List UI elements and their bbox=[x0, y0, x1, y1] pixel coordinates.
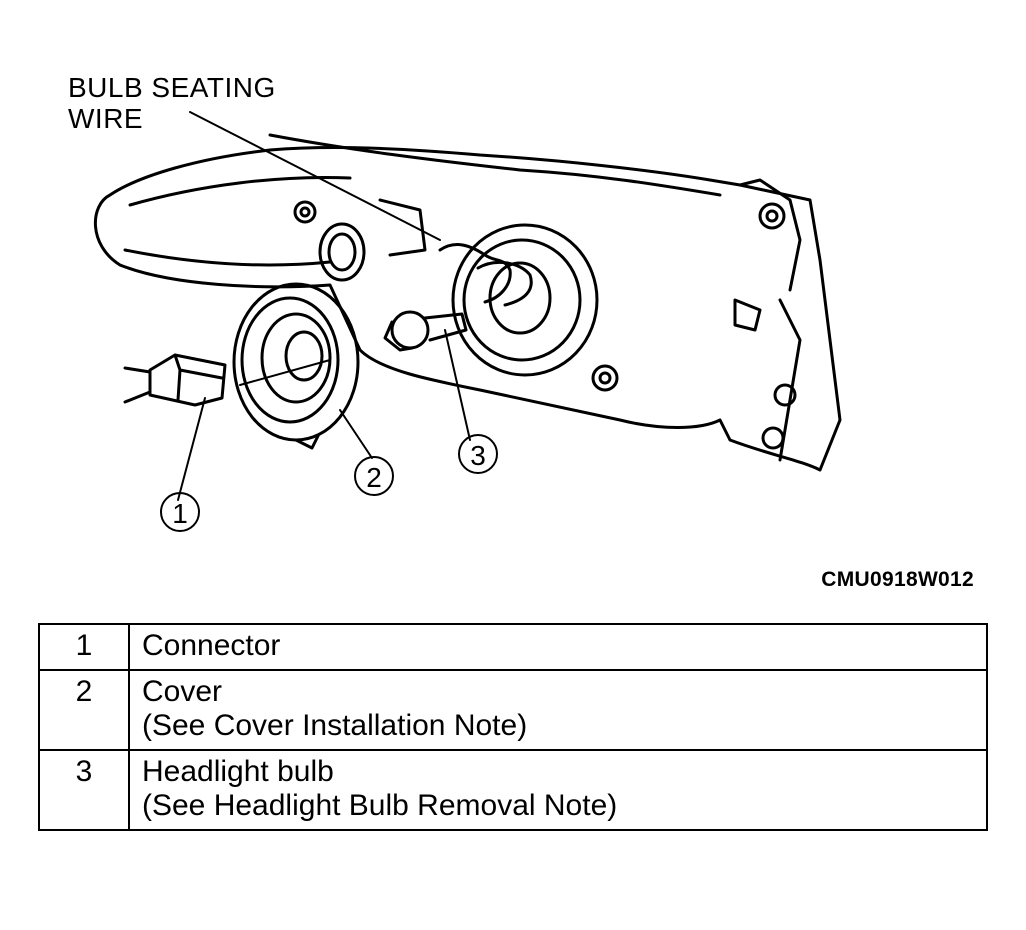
marker-2: 2 bbox=[354, 456, 394, 496]
legend-description: Headlight bulb (See Headlight Bulb Remov… bbox=[128, 749, 988, 831]
headlight-drawing bbox=[93, 111, 842, 501]
legend-number: 2 bbox=[38, 669, 130, 751]
bulb-socket bbox=[451, 223, 599, 377]
marker-1: 1 bbox=[160, 492, 200, 532]
headlight-diagram: BULB SEATING WIRE 1 2 3 CMU0918W012 bbox=[68, 72, 974, 591]
figure-code: CMU0918W012 bbox=[821, 568, 974, 591]
table-row: 1 Connector bbox=[38, 623, 988, 671]
marker-3: 3 bbox=[458, 434, 498, 474]
legend-description: Connector bbox=[128, 623, 988, 671]
table-row: 3 Headlight bulb (See Headlight Bulb Rem… bbox=[38, 749, 988, 831]
table-row: 2 Cover (See Cover Installation Note) bbox=[38, 669, 988, 751]
housing-top-rim bbox=[268, 133, 722, 197]
legend-line2: (See Cover Installation Note) bbox=[142, 709, 528, 742]
legend-line1: Headlight bulb bbox=[142, 755, 334, 788]
parts-legend-table: 1 Connector 2 Cover (See Cover Installat… bbox=[38, 623, 988, 831]
legend-description: Cover (See Cover Installation Note) bbox=[128, 669, 988, 751]
legend-number: 3 bbox=[38, 749, 130, 831]
connector-body bbox=[148, 353, 227, 407]
headlight-bulb bbox=[390, 310, 430, 350]
bulb-seating-wire bbox=[438, 243, 512, 304]
legend-line2: (See Headlight Bulb Removal Note) bbox=[142, 789, 618, 822]
legend-line1: Connector bbox=[142, 629, 281, 662]
legend-line1: Cover bbox=[142, 675, 223, 708]
bulb-seating-wire-callout: BULB SEATING WIRE bbox=[68, 72, 276, 134]
legend-number: 1 bbox=[38, 623, 130, 671]
housing-outline bbox=[93, 146, 842, 472]
